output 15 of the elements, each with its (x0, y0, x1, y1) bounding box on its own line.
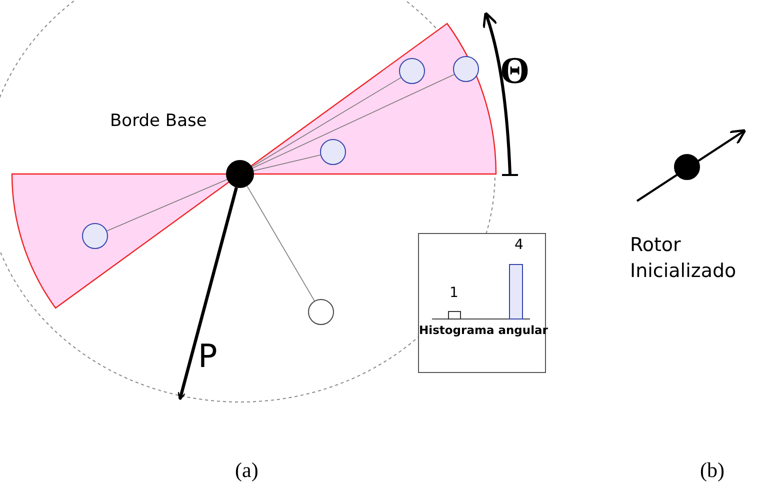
panel-label: (a) (235, 460, 258, 481)
connector-line (246, 186, 315, 302)
connector-line (252, 77, 402, 168)
base-point (226, 160, 254, 188)
node-caption: Borde Base (110, 110, 207, 133)
arrow (178, 187, 238, 400)
point-circle (308, 299, 334, 325)
connector-line (106, 179, 228, 232)
connector-line (253, 154, 321, 172)
node-caption: Rotor Inicializado (630, 233, 738, 284)
connector-line (252, 74, 455, 168)
histogram-panel (418, 233, 546, 373)
rotor-dot (674, 154, 700, 180)
angle-label: Θ (500, 52, 530, 90)
panel-label: (b) (700, 460, 724, 481)
